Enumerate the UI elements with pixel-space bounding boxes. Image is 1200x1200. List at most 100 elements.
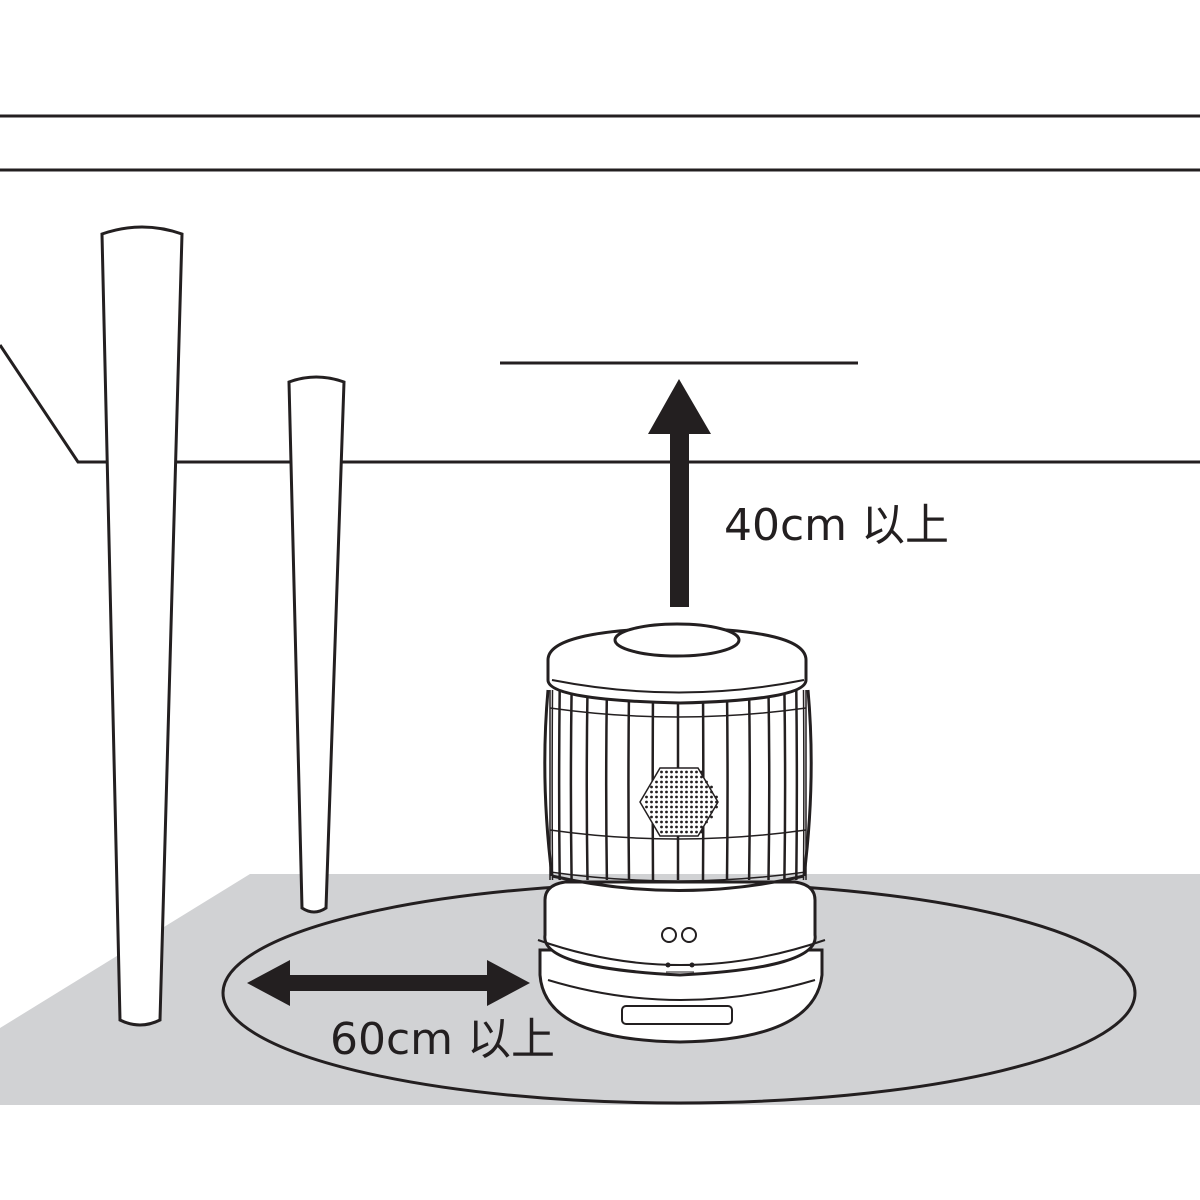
mesh-dot [685,825,688,829]
mesh-dot [710,800,713,804]
mesh-dot [665,770,668,774]
mesh-dot [700,790,703,794]
mesh-dot [695,810,698,814]
mesh-dot [700,830,703,834]
mesh-dot [695,780,698,784]
mesh-dot [665,780,668,784]
mesh-dot [700,820,703,824]
mesh-dot [660,775,663,779]
mesh-dot [655,785,658,789]
mesh-dot [685,815,688,819]
mesh-dot [685,795,688,799]
cage-bar [557,689,561,881]
mesh-dot [695,795,698,799]
heater [537,622,826,1044]
mesh-dot [665,810,668,814]
mesh-dot [675,820,678,824]
mesh-dot [695,800,698,804]
mesh-dot [660,825,663,829]
cage-bar [569,689,573,881]
mesh-dot [660,770,663,774]
mesh-dot [650,810,653,814]
mesh-dot [680,805,683,809]
mesh-dot [690,815,693,819]
mesh-dot [700,815,703,819]
mesh-dot [670,770,673,774]
mesh-dot [645,795,648,799]
mesh-dot [715,800,718,804]
mesh-dot [675,770,678,774]
mesh-dot [695,770,698,774]
cage-bar [627,689,631,881]
up-arrow-icon [648,379,711,607]
mesh-dot [685,820,688,824]
vertical-clearance-label: 40cm 以上 [724,500,949,551]
mesh-dot [645,800,648,804]
mesh-dot [680,795,683,799]
table-leg-front [100,225,184,1027]
mesh-dot [685,785,688,789]
mesh-dot [670,795,673,799]
mesh-dot [700,785,703,789]
mesh-dot [670,825,673,829]
mesh-dot [695,830,698,834]
mesh-dot [660,790,663,794]
mesh-dot [715,805,718,809]
mesh-dot [710,790,713,794]
mesh-dot [690,800,693,804]
mesh-dot [690,805,693,809]
control-knob-left[interactable] [661,927,677,943]
mesh-dot [705,780,708,784]
mesh-dot [650,815,653,819]
cage-ring [549,707,807,718]
mesh-dot [690,795,693,799]
mesh-dot [675,780,678,784]
table-top-outline [0,344,1200,464]
mesh-dot [705,795,708,799]
cage-bar [783,689,787,881]
mesh-dot [695,785,698,789]
mesh-dot [675,790,678,794]
mesh-dot [660,820,663,824]
cage-bar [747,689,752,881]
mesh-dot [665,805,668,809]
mesh-dot [695,790,698,794]
mesh-dot [685,830,688,834]
mesh-dot [680,830,683,834]
mesh-dot [665,830,668,834]
mesh-dot [650,790,653,794]
mesh-dot [695,820,698,824]
mesh-dot [650,795,653,799]
mesh-dot [700,775,703,779]
table-leg-back [287,375,346,914]
mesh-dot [675,795,678,799]
cage-ring [549,871,807,882]
mesh-dot [665,815,668,819]
mesh-dot [655,780,658,784]
mesh-dot [690,825,693,829]
mesh-dot [645,805,648,809]
mesh-dot [695,805,698,809]
mesh-dot [700,810,703,814]
mesh-dot [680,770,683,774]
mesh-dot [665,785,668,789]
mesh-dot [665,790,668,794]
mesh-dot [660,810,663,814]
mesh-dot [655,820,658,824]
mesh-dot [670,785,673,789]
mesh-dot [670,810,673,814]
mesh-dot [700,780,703,784]
cage-bar [604,689,609,881]
mesh-dot [690,830,693,834]
mesh-dot [695,825,698,829]
mesh-dot [695,775,698,779]
mesh-dot [655,815,658,819]
mesh-dot [705,785,708,789]
control-knob-right[interactable] [681,927,697,943]
mesh-dot [665,820,668,824]
mesh-dot [675,800,678,804]
double-arrow-icon [247,960,530,1006]
mesh-dot [685,775,688,779]
mesh-dot [705,820,708,824]
mesh-dot [680,785,683,789]
